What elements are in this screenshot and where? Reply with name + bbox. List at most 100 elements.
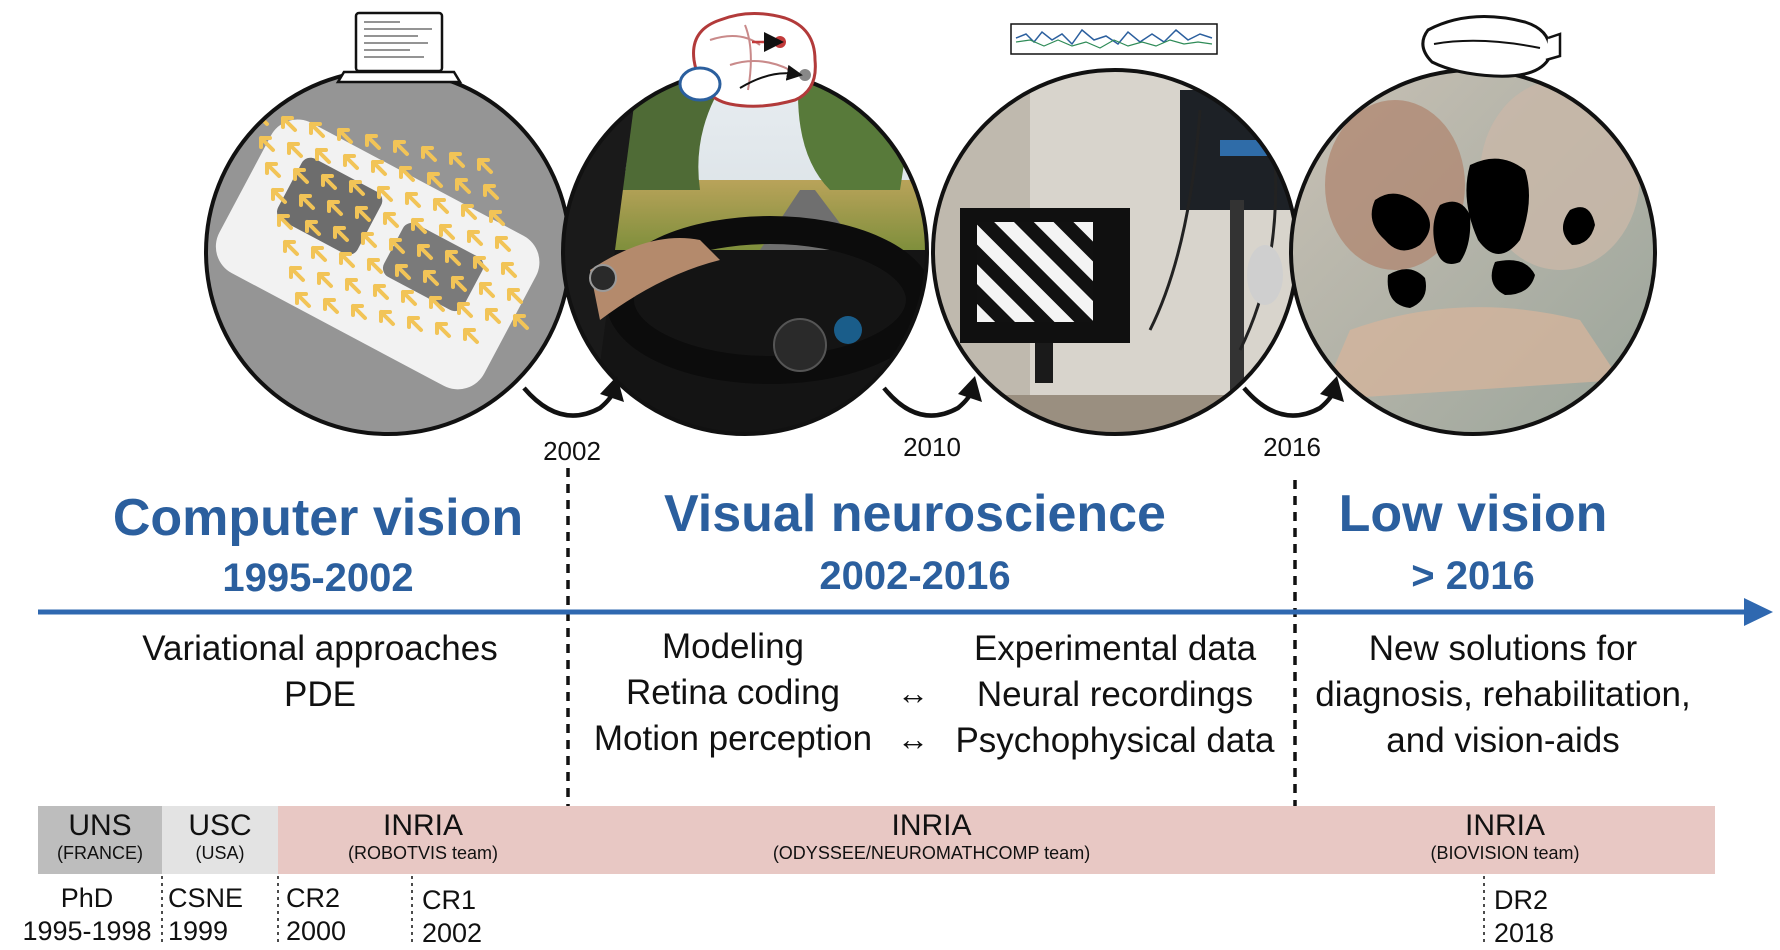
affiliation-name: USC bbox=[188, 809, 252, 842]
flow-arrow bbox=[277, 214, 293, 230]
flow-arrow bbox=[483, 184, 499, 200]
bidirectional-arrows: ↔ ↔ bbox=[888, 670, 938, 762]
flow-arrow bbox=[455, 178, 471, 194]
topic-line: Variational approaches bbox=[142, 629, 498, 668]
flow-arrow bbox=[405, 192, 421, 208]
affiliation-inria-robotvis: INRIA (ROBOTVIS team) bbox=[278, 806, 568, 874]
scotoma-blobs bbox=[1371, 158, 1595, 308]
flow-arrow bbox=[467, 230, 483, 246]
low-vision-photo bbox=[1289, 68, 1657, 436]
position-phd: PhD 1995-1998 bbox=[14, 882, 160, 948]
flow-arrow bbox=[311, 246, 327, 262]
flow-arrow bbox=[473, 256, 489, 272]
position-title: CSNE bbox=[168, 883, 244, 913]
flow-arrow bbox=[485, 308, 501, 324]
flow-arrow bbox=[383, 212, 399, 228]
flow-arrow bbox=[351, 304, 367, 320]
affiliation-team: (ODYSSEE/NEUROMATHCOMP team) bbox=[772, 843, 1091, 863]
milestone-year-2016: 2016 bbox=[1263, 432, 1321, 462]
affiliation-team: (ROBOTVIS team) bbox=[347, 843, 499, 863]
flow-arrow bbox=[271, 188, 287, 204]
era-years-computer-vision: 1995-2002 bbox=[222, 556, 414, 600]
flow-arrow bbox=[333, 226, 349, 242]
position-cr2: CR2 2000 bbox=[286, 882, 346, 948]
double-arrow-icon: ↔ bbox=[897, 675, 929, 711]
affiliation-name: INRIA bbox=[382, 809, 463, 842]
flow-arrow bbox=[411, 218, 427, 234]
position-csne: CSNE 1999 bbox=[168, 882, 243, 948]
low-vision-topics: New solutions for diagnosis, rehabilitat… bbox=[1303, 626, 1703, 764]
flow-arrow bbox=[295, 292, 311, 308]
era-years-low-vision: > 2016 bbox=[1411, 554, 1535, 598]
flow-arrow bbox=[355, 206, 371, 222]
computer-vision-photo bbox=[204, 68, 572, 436]
flow-arrow bbox=[461, 204, 477, 220]
position-title: DR2 bbox=[1494, 885, 1549, 915]
flow-arrow bbox=[501, 262, 517, 278]
era-title-low-vision: Low vision bbox=[1338, 485, 1608, 543]
flow-arrow bbox=[457, 302, 473, 318]
flow-arrow bbox=[299, 194, 315, 210]
affiliation-uns: UNS (FRANCE) bbox=[38, 806, 162, 874]
flow-arrow bbox=[495, 236, 511, 252]
milestone-year-2002: 2002 bbox=[543, 436, 601, 466]
topic-line: Motion perception bbox=[593, 719, 873, 758]
era-title-computer-vision: Computer vision bbox=[112, 489, 524, 547]
flow-arrow bbox=[309, 122, 325, 138]
flow-arrow bbox=[367, 258, 383, 274]
flow-arrow bbox=[305, 220, 321, 236]
flow-arrow bbox=[449, 152, 465, 168]
flow-arrow bbox=[327, 200, 343, 216]
position-years: 2002 bbox=[422, 918, 483, 948]
affiliation-name: INRIA bbox=[1464, 809, 1545, 842]
flow-arrow bbox=[463, 328, 479, 344]
topic-line: Retina coding bbox=[625, 673, 841, 712]
transition-arrow-2010 bbox=[882, 376, 982, 418]
flow-arrow bbox=[513, 314, 529, 330]
flow-arrow bbox=[429, 296, 445, 312]
flow-arrow bbox=[479, 282, 495, 298]
affiliation-team: (BIOVISION team) bbox=[1430, 843, 1580, 863]
topic-line: New solutions for bbox=[1368, 629, 1638, 668]
topic-line: Neural recordings bbox=[976, 675, 1254, 714]
flow-arrow bbox=[445, 250, 461, 266]
laptop-icon bbox=[335, 11, 463, 84]
affiliation-name: UNS bbox=[68, 809, 132, 842]
position-title: CR2 bbox=[286, 883, 341, 913]
position-title: PhD bbox=[60, 883, 114, 913]
flow-arrow bbox=[283, 240, 299, 256]
flow-arrow bbox=[343, 154, 359, 170]
flow-arrow bbox=[451, 276, 467, 292]
flow-arrow bbox=[379, 310, 395, 326]
flow-arrow bbox=[259, 136, 275, 152]
double-arrow-icon: ↔ bbox=[897, 721, 929, 757]
flow-arrow bbox=[365, 134, 381, 150]
topic-line: and vision-aids bbox=[1386, 721, 1620, 760]
topic-line: Psychophysical data bbox=[955, 721, 1275, 760]
flow-arrow bbox=[287, 142, 303, 158]
position-years: 2000 bbox=[286, 916, 347, 946]
position-title: CR1 bbox=[422, 885, 477, 915]
eyetracker-lab-photo bbox=[931, 68, 1299, 436]
flow-arrow bbox=[407, 316, 423, 332]
flow-arrow bbox=[417, 244, 433, 260]
flow-arrow bbox=[289, 266, 305, 282]
flow-arrow bbox=[337, 128, 353, 144]
flow-arrow bbox=[477, 158, 493, 174]
driving-photo bbox=[561, 68, 929, 436]
flow-arrow bbox=[395, 264, 411, 280]
affiliation-location: (FRANCE) bbox=[57, 843, 143, 863]
brain-icon bbox=[678, 11, 817, 108]
position-cr1: CR1 2002 bbox=[422, 884, 482, 950]
flow-arrow bbox=[439, 224, 455, 240]
timeline-arrowhead bbox=[1744, 598, 1773, 626]
flow-arrow bbox=[435, 322, 451, 338]
flow-arrow bbox=[399, 166, 415, 182]
affiliation-usc: USC (USA) bbox=[162, 806, 278, 874]
flow-arrow bbox=[345, 278, 361, 294]
topic-line: Modeling bbox=[661, 627, 805, 666]
neuroscience-data-topics: Experimental data Neural recordings Psyc… bbox=[940, 626, 1290, 764]
affiliation-name: INRIA bbox=[891, 809, 972, 842]
